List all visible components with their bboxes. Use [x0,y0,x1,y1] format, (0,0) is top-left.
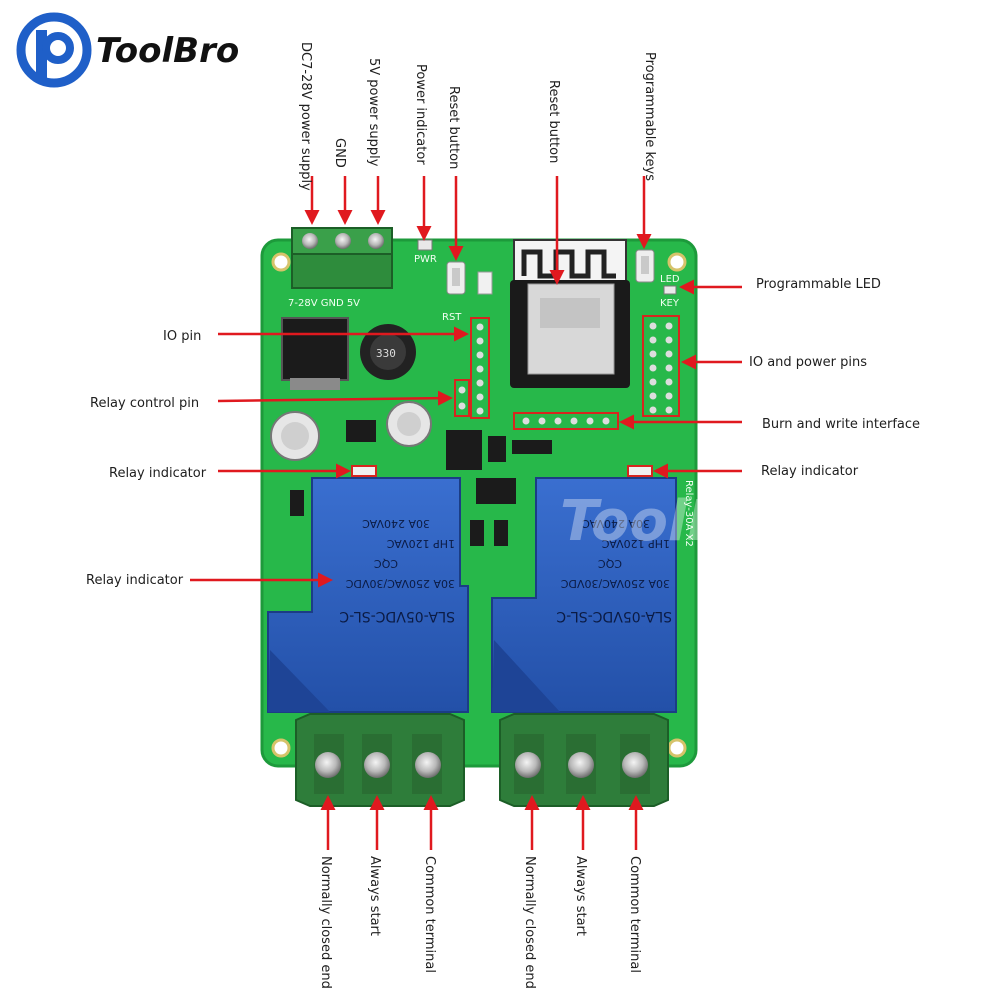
relay-indicator-led-2 [627,465,653,477]
relay-2-rating-3: 30A 240VAC [582,517,650,530]
silk-led: LED [660,274,680,285]
label-relay-indicator-3: Relay indicator [761,464,859,479]
burn-write-interface [513,412,619,430]
label-5v-supply: 5V power supply [366,58,381,167]
relay-2-rating-1: 30A 250VAC/30VDC [560,577,670,590]
label-common-left: Common terminal [422,856,437,973]
label-common-right: Common terminal [627,856,642,973]
silk-rst: RST [442,312,462,323]
capacitors [270,401,432,461]
left-labels: IO pin Relay control pin Relay indicator… [86,329,207,588]
arrow-relay-control [217,390,453,406]
callout-arrows [190,176,742,850]
toolbro-logo-icon [16,12,92,88]
label-always-right: Always start [573,856,588,936]
label-relay-indicator-1: Relay indicator [109,466,207,481]
silk-power: 7-28V GND 5V [288,298,360,309]
relay-2: 30A 250VAC/30VDC 1HP 120VAC 30A 240VAC C… [491,477,677,713]
output-terminal-left [295,713,465,807]
silk-pwr: PWR [414,254,437,265]
right-labels: Programmable LED IO and power pins Burn … [749,277,920,479]
label-programmable-led: Programmable LED [756,277,881,292]
label-relay-indicator-2: Relay indicator [86,573,184,588]
inductor-code: 330 [376,347,396,360]
board-edge-text: Relay-30A X2 [683,480,694,547]
relay-control-pins [454,379,470,417]
io-power-pin-header [642,315,680,417]
label-gnd: GND [332,138,347,168]
label-nc-left: Normally closed end [318,856,333,989]
brand-name: ToolBro [96,31,239,71]
output-terminal-right [499,713,669,807]
relay-1-rating-1: 30A 250VAC/30VDC [345,577,455,590]
io-pin-header [470,317,490,419]
top-labels: DC7-28V power supply GND 5V power supply… [298,42,657,191]
relay-1-model: SLA-05VDC-SL-C [339,608,455,624]
bottom-labels: Normally closed end Always start Common … [318,856,642,989]
relay-2-rating-2: 1HP 120VAC [601,537,670,550]
label-relay-control-pin: Relay control pin [90,396,199,411]
relay-1: 30A 250VAC/30VDC 1HP 120VAC 30A 240VAC C… [267,477,469,713]
label-burn-write: Burn and write interface [762,417,920,432]
label-dc-supply: DC7-28V power supply [298,42,313,191]
relay-1-rating-2: 1HP 120VAC [386,537,455,550]
label-io-pin: IO pin [163,329,201,344]
label-nc-right: Normally closed end [522,856,537,989]
wifi-module [510,239,630,388]
relay-2-model: SLA-05VDC-SL-C [556,608,672,624]
inductor: 330 [360,324,416,380]
label-programmable-keys: Programmable keys [642,52,657,181]
silk-key: KEY [660,298,680,309]
power-terminal-block [291,227,393,289]
label-always-left: Always start [367,856,382,936]
watermark: ToolBro [560,489,796,554]
relay-indicator-led-1 [351,465,377,477]
brand-logo: ToolBro [16,12,239,88]
relay-1-cert: CQC [374,557,398,570]
label-io-power-pins: IO and power pins [749,355,867,370]
label-reset-left: Reset button [446,86,461,169]
label-power-indicator: Power indicator [413,64,428,165]
relay-2-cert: CQC [598,557,622,570]
label-reset-center: Reset button [546,80,561,163]
programmable-led [663,285,677,295]
relay-1-rating-3: 30A 240VAC [362,517,430,530]
